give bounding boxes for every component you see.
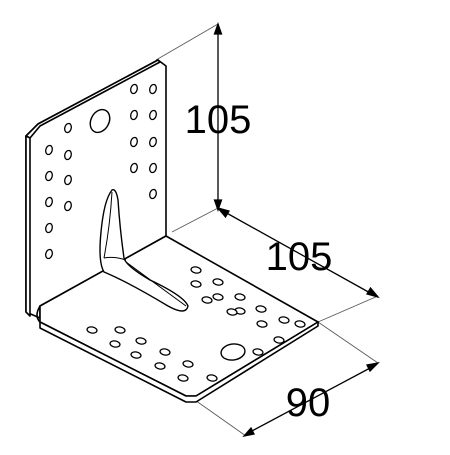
mounting-hole (130, 109, 138, 121)
mounting-hole (45, 170, 53, 182)
height-arrow-bottom (213, 199, 223, 212)
mounting-hole (149, 188, 157, 200)
vertical-plate-left-edge (25, 135, 31, 317)
height-arrow-top (213, 22, 223, 35)
mounting-hole (45, 144, 53, 156)
mounting-hole (45, 222, 53, 234)
mounting-hole (182, 360, 194, 368)
mounting-hole (294, 320, 306, 328)
mounting-hole (135, 337, 147, 345)
mounting-hole (278, 316, 290, 324)
mounting-hole (130, 136, 138, 148)
mounting-hole (149, 109, 157, 121)
mounting-hole (212, 278, 224, 286)
mounting-hole (64, 174, 72, 186)
depth-dimension-line (222, 210, 373, 295)
rib-outer (99, 189, 189, 312)
rib-crease (103, 256, 127, 261)
mounting-hole (149, 136, 157, 148)
mounting-hole (273, 336, 285, 344)
mounting-hole (149, 83, 157, 95)
rib-ridge-vertical (103, 191, 113, 259)
width-arrow-start (242, 426, 255, 438)
mounting-hole (201, 296, 213, 304)
fold-line (36, 305, 41, 323)
mounting-hole (109, 340, 121, 348)
depth-dimension-label: 105 (266, 235, 333, 279)
mounting-hole (190, 266, 202, 274)
mounting-hole (130, 351, 142, 359)
width-dimension-line (249, 366, 373, 433)
mounting-hole (45, 248, 53, 260)
bracket-body (25, 59, 319, 403)
mounting-hole (234, 293, 246, 301)
mounting-hole (130, 162, 138, 174)
mounting-hole (226, 308, 238, 316)
horizontal-plate-front-edge (39, 321, 319, 403)
depth-arrow-end (366, 286, 380, 299)
extension-line-mid (171, 207, 219, 233)
stiffening-rib (99, 189, 189, 312)
width-dimension-label: 90 (286, 381, 331, 425)
extension-line-bottom (191, 397, 247, 437)
depth-arrow-start (216, 206, 230, 219)
mounting-hole (45, 196, 53, 208)
rib-ridge-horizontal (125, 261, 187, 307)
mounting-hole (86, 326, 98, 334)
mounting-hole (256, 320, 268, 328)
large-hole-horizontal (220, 343, 246, 361)
mounting-hole (206, 374, 218, 382)
mounting-hole (64, 149, 72, 161)
mounting-hole (130, 83, 138, 95)
dimension-lines (213, 22, 380, 438)
mounting-hole (252, 348, 264, 356)
mounting-hole (64, 122, 72, 134)
mounting-hole (149, 162, 157, 174)
mounting-hole (154, 362, 166, 370)
extension-line-top (155, 23, 219, 61)
vertical-plate-holes (45, 83, 157, 260)
mounting-hole (212, 293, 224, 301)
mounting-hole (64, 200, 72, 212)
horizontal-plate-holes (86, 266, 306, 382)
width-arrow-end (366, 361, 380, 373)
mounting-hole (177, 374, 189, 382)
large-hole-vertical (89, 108, 111, 134)
extension-line-front (317, 321, 379, 364)
mounting-hole (190, 280, 202, 288)
extension-lines (155, 23, 379, 437)
mounting-hole (114, 326, 126, 334)
height-dimension-label: 105 (185, 98, 252, 142)
extension-line-right (317, 295, 379, 323)
mounting-hole (159, 348, 171, 356)
mounting-hole (255, 305, 267, 313)
